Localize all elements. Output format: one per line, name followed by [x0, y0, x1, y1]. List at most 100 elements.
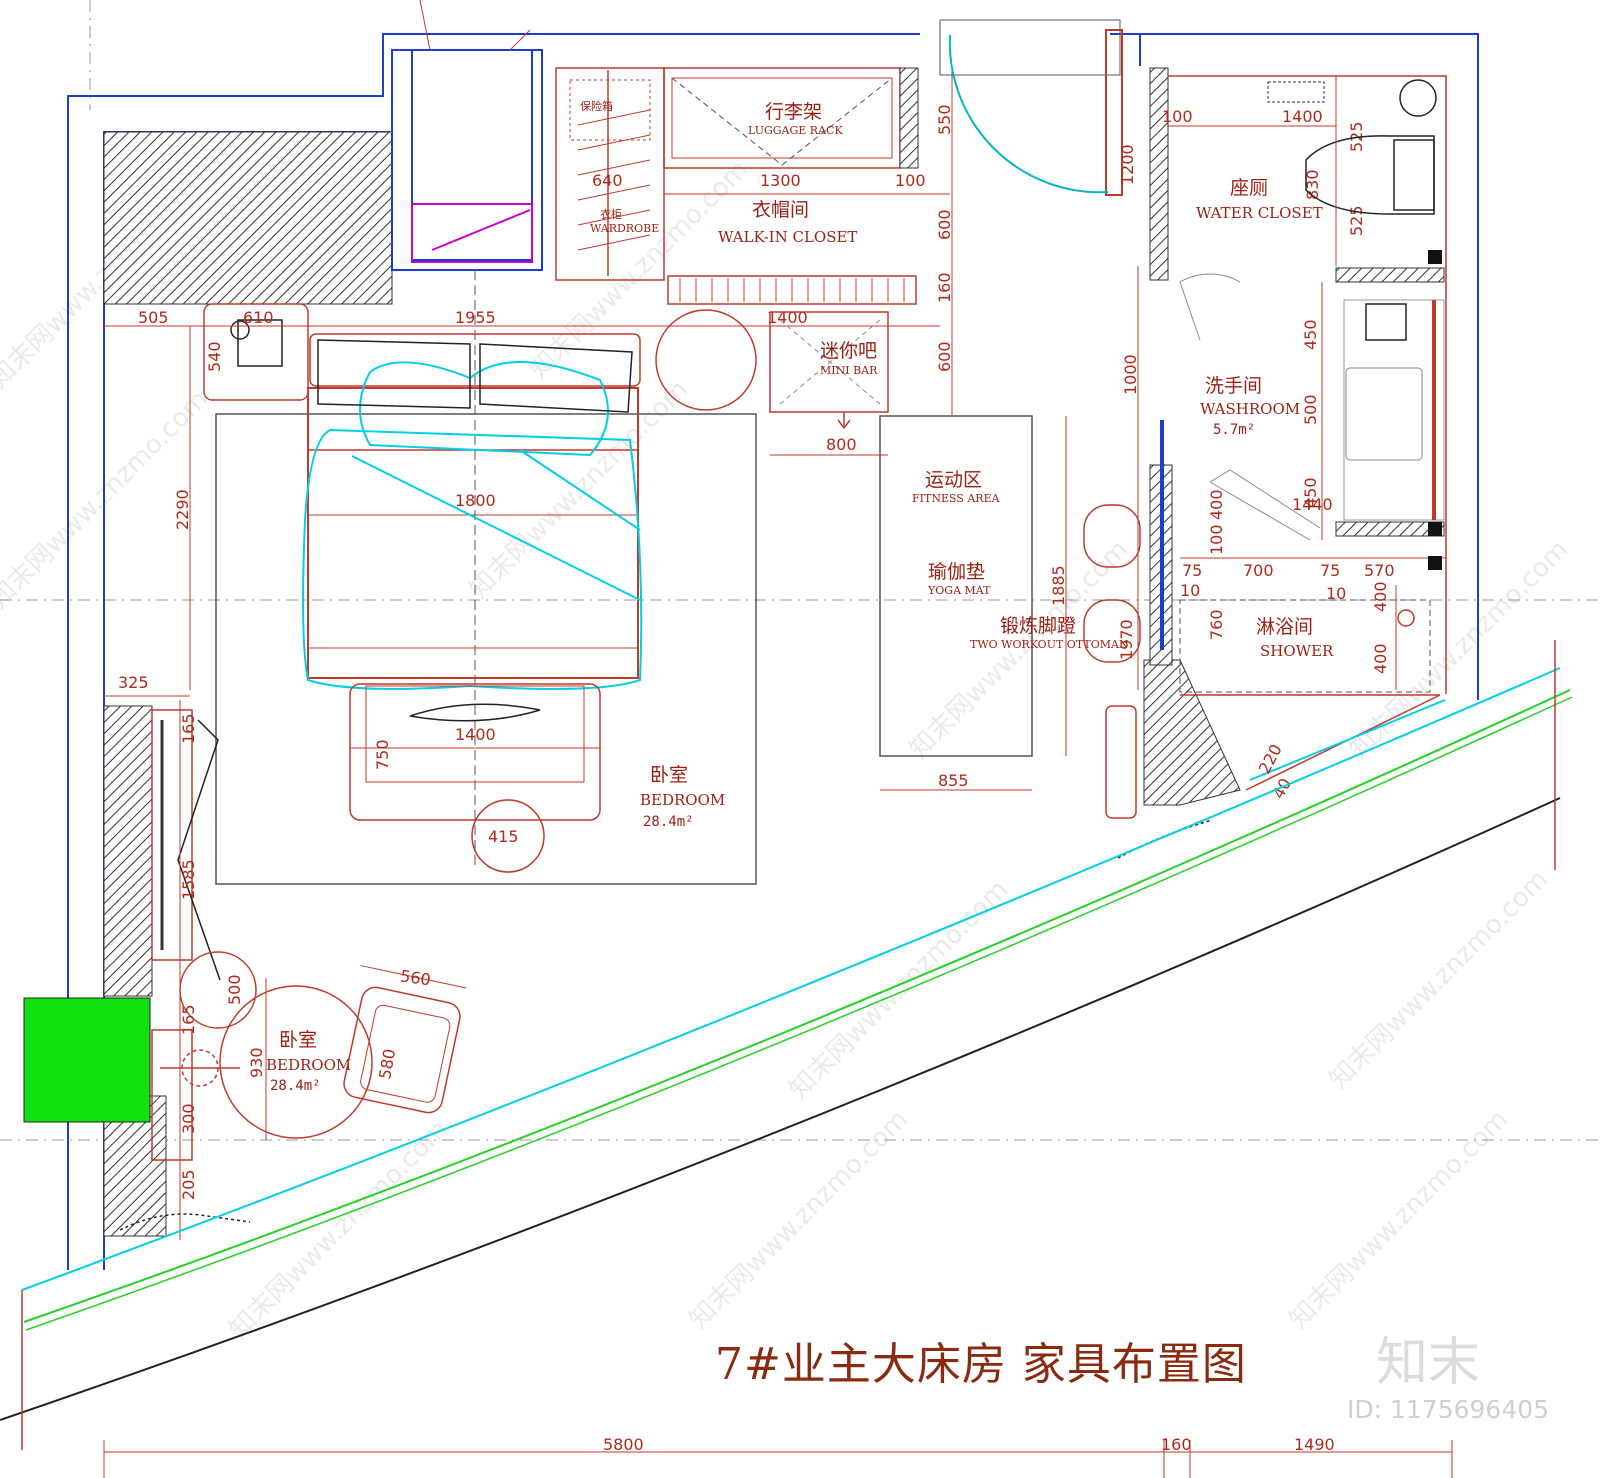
dim-label: 930: [247, 1047, 266, 1078]
rug: [215, 413, 757, 885]
dim-label: 400: [1371, 581, 1390, 612]
washroom-label-cn: 洗手间: [1205, 375, 1262, 397]
dim-label: 100: [895, 171, 926, 190]
dim-label: 450: [1301, 477, 1320, 508]
dim-label: 1885: [1049, 565, 1068, 606]
yoga-label-cn: 瑜伽垫: [928, 561, 985, 583]
luggage-label-en: LUGGAGE RACK: [748, 124, 843, 137]
washroom-label-en: WASHROOM: [1200, 400, 1300, 418]
minibar-label-cn: 迷你吧: [820, 340, 877, 362]
dim-label: 300: [179, 1103, 198, 1134]
watermark: 知末网www.znzmo.com: [684, 1104, 915, 1335]
wardrobe: 保险箱 640 衣柜 WARDROBE: [555, 67, 665, 281]
minibar-label-en: MINI BAR: [820, 364, 878, 377]
dim-label: 800: [826, 435, 857, 454]
wardrobe-label-en: WARDROBE: [590, 222, 659, 235]
hatched-wall: [1335, 521, 1445, 537]
dim-label: 165: [179, 713, 198, 744]
luggage-label-cn: 行李架: [765, 101, 822, 123]
watermark-layer: 知末网www.znzmo.com 知末网www.znzmo.com 知末网www…: [0, 154, 1574, 1345]
ottoman-label-en: TWO WORKOUT OTTOMAN: [970, 638, 1129, 651]
dim-label: 1585: [179, 859, 198, 900]
dim-label: 700: [1243, 561, 1274, 580]
dim-label: 1400: [455, 725, 496, 744]
dim-label: 220: [1255, 741, 1286, 777]
nightstand: [203, 303, 309, 401]
safe-label: 保险箱: [580, 99, 613, 113]
dim-label: 600: [935, 209, 954, 240]
dim-label: 1000: [1121, 354, 1140, 395]
bottom-dims: 5800 160 1490: [103, 1435, 1453, 1478]
dim-label: 205: [179, 1169, 198, 1200]
pouf: [471, 799, 545, 873]
closet-door: 1200: [939, 19, 1137, 196]
watermark: 知末网www.znzmo.com: [1284, 1104, 1515, 1335]
dim-label: 2290: [173, 489, 192, 530]
shower-label-cn: 淋浴间: [1256, 616, 1313, 638]
dim-label: 1970: [1117, 619, 1136, 660]
wc-label-cn: 座厕: [1230, 177, 1268, 199]
dim-label: 10: [1326, 584, 1346, 603]
closet-dims: 550 600 160 600: [935, 68, 954, 415]
washroom-area: 5.7m²: [1213, 422, 1255, 438]
shower-label-en: SHOWER: [1260, 642, 1334, 660]
yoga-label-en: YOGA MAT: [927, 584, 991, 597]
dim-label: 400: [1371, 643, 1390, 674]
washroom: 1000 100 1400 525 525 830 座厕 WATER CLOSE…: [1121, 75, 1447, 694]
dim-label: 580: [375, 1047, 399, 1080]
wc-label-en: WATER CLOSET: [1196, 204, 1323, 222]
dim-label: 40: [1269, 775, 1295, 802]
side-table-chair: 930 卧室 BEDROOM 28.4m² 560 580: [219, 965, 467, 1140]
dim-label: 450: [1301, 319, 1320, 350]
dim-label: 1440: [1292, 495, 1333, 514]
dim-label: 1200: [1118, 144, 1137, 185]
dim-label: 540: [205, 341, 224, 372]
dim-label: 610: [243, 308, 274, 327]
dim-label: 760: [1207, 609, 1226, 640]
dim-label: 750: [373, 739, 392, 770]
bench: 1400 750: [349, 683, 601, 821]
hatched-wall: [1149, 67, 1169, 281]
hatched-wall: [1143, 659, 1241, 806]
bedroom2-area: 28.4m²: [270, 1078, 321, 1094]
dim-label: 160: [935, 272, 954, 303]
dim-label: 560: [399, 966, 432, 989]
fitness-label-en: FITNESS AREA: [912, 492, 1001, 505]
dim-label: 10: [1180, 581, 1200, 600]
dim-label: 75: [1182, 561, 1202, 580]
dim-label: 570: [1364, 561, 1395, 580]
dim-label: 1400: [767, 308, 808, 327]
hatched-wall: [103, 131, 393, 305]
fitness-area: 运动区 FITNESS AREA 瑜伽垫 YOGA MAT 锻炼脚蹬 TWO W…: [879, 415, 1129, 791]
round-table: [655, 309, 757, 411]
workout-ottoman: [1083, 599, 1141, 663]
bedroom-label-en: BEDROOM: [640, 791, 725, 809]
green-block: [23, 997, 151, 1123]
entry-door: [391, 0, 543, 870]
dim-label: 400: [1207, 489, 1226, 520]
dim-label: 325: [118, 673, 149, 692]
bedroom-area: 28.4m²: [643, 814, 694, 830]
luggage-rack: 行李架 LUGGAGE RACK 1300 100: [663, 67, 950, 195]
closet-label-cn: 衣帽间: [752, 199, 809, 221]
dim-label: 500: [225, 974, 244, 1005]
drawing-title: 7#业主大床房 家具布置图: [715, 1339, 1247, 1390]
dim-label: 100: [1207, 524, 1226, 555]
mini-bar: 迷你吧 MINI BAR 800: [769, 311, 889, 456]
dim-label: 75: [1320, 561, 1340, 580]
dim-label: 160: [1161, 1435, 1192, 1454]
hatched-wall: [1335, 267, 1445, 283]
curved-facade: [0, 640, 1573, 1450]
closet-label-en: WALK-IN CLOSET: [718, 228, 857, 246]
dim-label: 1400: [1282, 107, 1323, 126]
logo-watermark: 知末: [1376, 1333, 1481, 1393]
dim-label: 165: [179, 1004, 198, 1035]
top-dims: 505 610 1955 1400 540 2290: [104, 308, 940, 690]
ottoman-label-cn: 锻炼脚蹬: [1000, 615, 1076, 637]
dim-label: 100: [1162, 107, 1193, 126]
workout-ottoman: [1083, 504, 1141, 568]
bedroom-label-cn: 卧室: [650, 764, 688, 786]
bedroom2-label-en: BEDROOM: [266, 1056, 351, 1074]
dim-label: 1955: [455, 308, 496, 327]
bed: 1800: [302, 333, 643, 690]
